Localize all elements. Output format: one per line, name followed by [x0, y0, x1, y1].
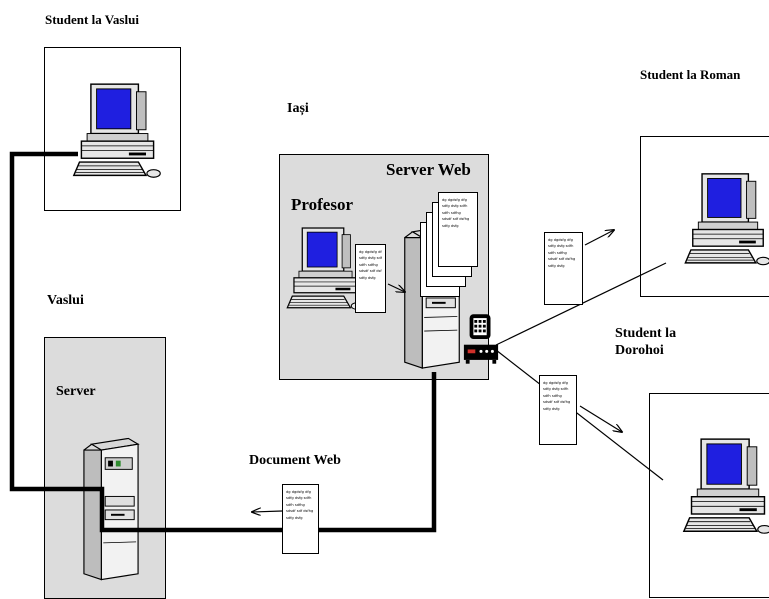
document-line: sdfg dsfg: [359, 275, 376, 280]
label-student-dorohoi-line1: Student la: [615, 326, 677, 341]
label-vaslui: Vaslui: [47, 293, 84, 308]
document-line: sdsdf sdf dsfhg: [359, 269, 382, 274]
label-iasi: Iași: [287, 101, 309, 116]
document-line: sdsdf sdf dsfhg: [548, 257, 576, 262]
label-profesor: Profesor: [291, 195, 353, 214]
document-line: sdsdf sdf dsfhg: [442, 217, 470, 222]
document-web-arrow: [252, 511, 283, 512]
document-line: sdfh sdfhg: [286, 502, 305, 507]
arrow-to-roman: [584, 230, 614, 246]
modem-phone-icon: [462, 310, 500, 368]
document-line: dg dgdsfg dfg: [359, 250, 382, 254]
profesor-document: dg dgdsfg dfg sdfg dsfg sdfh sdfh sdfhg …: [355, 244, 386, 313]
label-document-web: Document Web: [249, 453, 341, 468]
document-line: sdfg dsfg sdfh: [359, 256, 382, 261]
label-server: Server: [56, 384, 96, 399]
server-document-stack-front: dg dgdsfg dfg sdfg dsfg sdfh sdfh sdfhg …: [438, 192, 478, 267]
label-student-vaslui: Student la Vaslui: [45, 12, 139, 27]
document-line: sdfg dsfg: [548, 263, 565, 268]
document-line: sdfg dsfg: [286, 515, 303, 520]
label-student-dorohoi-line2: Dorohoi: [615, 343, 664, 358]
document-line: sdfg dsfg sdfh: [442, 204, 468, 209]
document-line: sdfg dsfg: [543, 406, 560, 411]
arrow-to-dorohoi: [579, 405, 622, 432]
document-line: sdfg dsfg sdfh: [543, 387, 569, 392]
document-line: sdfg dsfg: [442, 223, 459, 228]
document-line: sdsdf sdf dsfhg: [286, 509, 314, 514]
document-line: sdsdf sdf dsfhg: [543, 400, 571, 405]
link-to-dorohoi: [495, 349, 664, 481]
document-line: sdfg dsfg sdfh: [548, 244, 574, 249]
document-line: sdfh sdfhg: [543, 393, 562, 398]
document-line: sdfh sdfhg: [548, 250, 567, 255]
document-line: sdfh sdfhg: [359, 262, 378, 267]
label-student-roman: Student la Roman: [640, 67, 741, 82]
dorohoi-transit-document: dg dgdsfg dfg sdfg dsfg sdfh sdfh sdfhg …: [539, 375, 577, 445]
document-web-document: dg dgdsfg dfg sdfg dsfg sdfh sdfh sdfhg …: [282, 484, 319, 554]
label-server-web: Server Web: [386, 160, 471, 179]
document-line: dg dgdsfg dfg: [442, 198, 467, 202]
document-line: dg dgdsfg dfg: [548, 238, 573, 242]
document-line: dg dgdsfg dfg: [286, 490, 311, 494]
upload-arrow: [387, 283, 405, 292]
document-line: dg dgdsfg dfg: [543, 381, 568, 385]
network-cable: [9, 151, 437, 533]
document-line: sdfh sdfhg: [442, 210, 461, 215]
roman-transit-document: dg dgdsfg dfg sdfg dsfg sdfh sdfh sdfhg …: [544, 232, 583, 305]
document-line: sdfg dsfg sdfh: [286, 496, 312, 501]
